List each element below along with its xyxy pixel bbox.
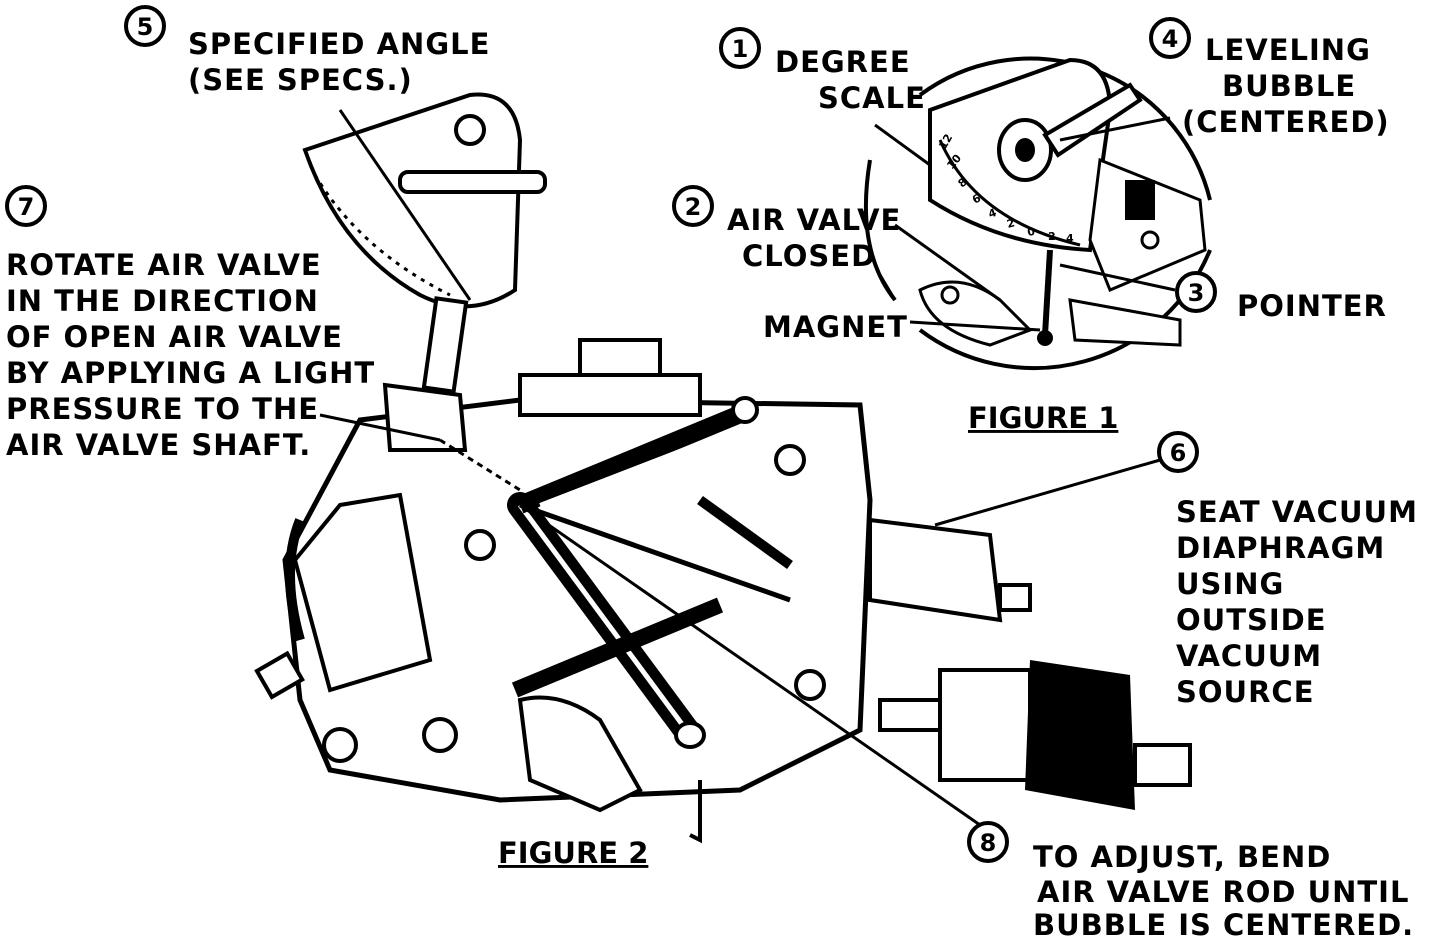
callout-4-line-1: LEVELING — [1205, 33, 1371, 67]
svg-text:5: 5 — [137, 13, 154, 41]
svg-text:2: 2 — [1005, 216, 1016, 231]
callout-7-line-5: PRESSURE TO THE — [6, 392, 319, 426]
figure-2-caption: FIGURE 2 — [498, 836, 648, 870]
callout-3: 3 POINTER — [1175, 271, 1387, 323]
callout-7-line-6: AIR VALVE SHAFT. — [6, 428, 311, 462]
figure-1-inset: 12 10 8 6 4 2 0 2 4 — [863, 56, 1212, 371]
callout-7-line-4: BY APPLYING A LIGHT — [6, 356, 375, 390]
callout-5-line-2: (SEE SPECS.) — [188, 63, 413, 97]
callout-1: 1 DEGREE SCALE — [719, 27, 926, 115]
callout-8-line-3: BUBBLE IS CENTERED. — [1033, 908, 1414, 940]
figure-2-carburetor — [254, 92, 1192, 844]
air-valve-rod — [464, 396, 793, 749]
svg-text:4: 4 — [987, 206, 999, 221]
magnet-label: MAGNET — [763, 310, 908, 344]
svg-text:3: 3 — [1188, 279, 1205, 307]
callout-2: 2 AIR VALVE CLOSED — [672, 185, 901, 273]
left-vacuum-diaphragm — [254, 492, 433, 700]
callout-6-line-5: VACUUM — [1176, 639, 1322, 673]
svg-text:2: 2 — [1048, 230, 1056, 243]
svg-text:1: 1 — [732, 35, 749, 63]
callout-4-line-3: (CENTERED) — [1182, 105, 1390, 139]
callout-7: 7 ROTATE AIR VALVE IN THE DIRECTION OF O… — [5, 185, 375, 462]
svg-text:8: 8 — [980, 829, 997, 857]
callout-6: 6 SEAT VACUUM DIAPHRAGM USING OUTSIDE VA… — [1157, 431, 1418, 709]
callout-7-line-1: ROTATE AIR VALVE — [6, 248, 322, 282]
vacuum-diaphragm — [868, 517, 1032, 623]
svg-text:6: 6 — [1170, 439, 1187, 467]
svg-text:4: 4 — [1162, 25, 1179, 53]
callout-3-line-1: POINTER — [1237, 289, 1387, 323]
choke-pull-off — [878, 660, 1192, 810]
air-valve-body-inset — [918, 157, 1207, 347]
callout-8-line-2: AIR VALVE ROD UNTIL — [1037, 875, 1409, 909]
callout-4-line-2: BUBBLE — [1222, 69, 1356, 103]
callout-5-line-1: SPECIFIED ANGLE — [188, 27, 490, 61]
svg-text:2: 2 — [685, 193, 702, 221]
callout-5: 5 SPECIFIED ANGLE (SEE SPECS.) — [124, 5, 490, 97]
figure-1-caption: FIGURE 1 — [968, 401, 1118, 435]
callout-7-line-2: IN THE DIRECTION — [6, 284, 319, 318]
callout-1-line-2: SCALE — [818, 81, 926, 115]
svg-text:0: 0 — [1026, 225, 1036, 239]
svg-text:7: 7 — [18, 193, 35, 221]
callout-6-line-1: SEAT VACUUM — [1176, 495, 1418, 529]
callout-2-line-2: CLOSED — [742, 239, 876, 273]
callout-4: 4 LEVELING BUBBLE (CENTERED) — [1149, 17, 1390, 139]
pointer — [1037, 249, 1053, 346]
callout-6-line-2: DIAPHRAGM — [1176, 531, 1385, 565]
callout-8: 8 TO ADJUST, BEND AIR VALVE ROD UNTIL BU… — [967, 821, 1414, 940]
callout-7-line-3: OF OPEN AIR VALVE — [6, 320, 343, 354]
callout-2-line-1: AIR VALVE — [727, 203, 901, 237]
callout-6-line-6: SOURCE — [1176, 675, 1315, 709]
callout-6-line-4: OUTSIDE — [1176, 603, 1327, 637]
callout-8-line-1: TO ADJUST, BEND — [1033, 840, 1331, 874]
svg-text:4: 4 — [1066, 232, 1074, 245]
callout-1-line-1: DEGREE — [775, 45, 911, 79]
callout-6-line-3: USING — [1176, 567, 1284, 601]
leader-lines — [319, 109, 1176, 827]
angle-gauge — [302, 92, 547, 394]
